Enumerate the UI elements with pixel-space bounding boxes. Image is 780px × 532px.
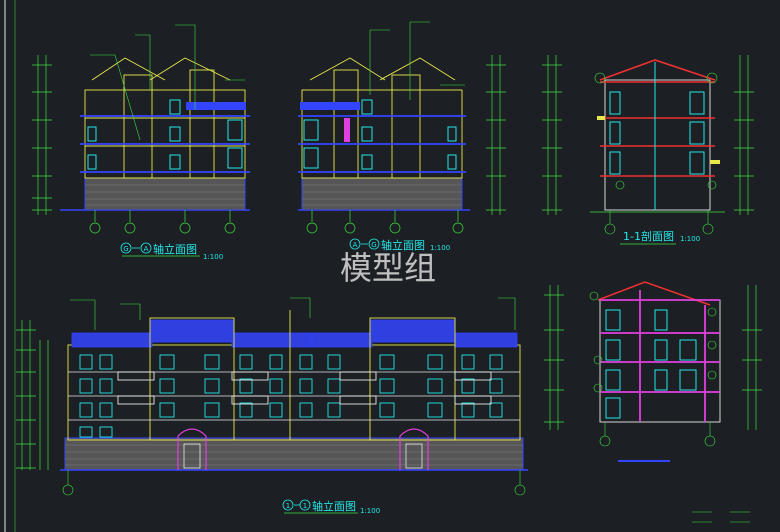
title-scale: 1:100 — [680, 235, 700, 243]
title-text: 轴立面图 — [381, 238, 425, 252]
elevation-bottom-long — [16, 297, 528, 496]
title-text: 1-1剖面图 — [623, 229, 674, 243]
title-section-1-1: 1-1剖面图 1:100 — [620, 229, 700, 245]
watermark-text: 模型组 — [340, 249, 436, 287]
title-axis-a: G — [123, 245, 128, 253]
title-scale: 1:100 — [360, 507, 380, 515]
title-axis-a: A — [353, 241, 358, 249]
title-scale: 1:100 — [430, 244, 450, 252]
title-text: 轴立面图 — [312, 499, 356, 513]
section-bottom-right — [544, 281, 762, 462]
title-axis-b: A — [144, 245, 149, 253]
title-axis-a: 1 — [286, 502, 290, 510]
legend-marks — [692, 511, 750, 523]
title-axis-b: G — [371, 241, 376, 249]
title-elevation-top-middle: A G 轴立面图 1:100 — [349, 238, 450, 252]
section-1-1-drawing — [542, 55, 754, 235]
title-text: 轴立面图 — [153, 242, 197, 256]
entrance-right — [399, 428, 429, 470]
title-scale: 1:100 — [203, 253, 223, 261]
elevation-top-left — [32, 24, 250, 234]
title-axis-b: 1 — [303, 502, 307, 510]
title-elevation-bottom: 1 1 轴立面图 1:100 — [282, 499, 380, 515]
title-elevation-top-left: G A 轴立面图 1:100 — [120, 242, 223, 261]
entrance-left — [177, 428, 207, 470]
elevation-top-middle — [298, 21, 506, 234]
